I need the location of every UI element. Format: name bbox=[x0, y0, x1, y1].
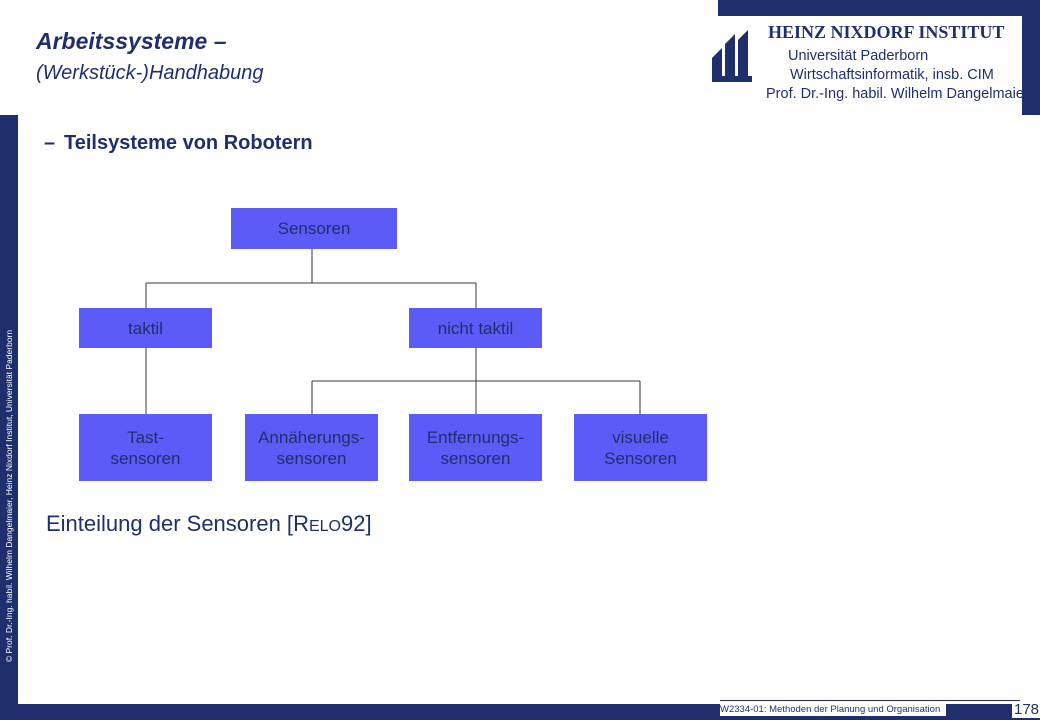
caption-suffix: ] bbox=[365, 511, 372, 536]
institute-university: Universität Paderborn bbox=[788, 48, 929, 64]
caption-ref-smallcaps: ELO bbox=[308, 518, 341, 535]
caption-ref-first: R bbox=[293, 511, 309, 536]
slide-subtitle: (Werkstück-)Handhabung bbox=[36, 62, 264, 84]
caption-ref-year: 92 bbox=[340, 511, 366, 536]
slide-title: Arbeitssysteme – bbox=[36, 28, 227, 54]
caption-prefix: Einteilung der Sensoren [ bbox=[46, 511, 294, 536]
node-annaeherungssensoren: Annäherungs- sensoren bbox=[245, 414, 378, 481]
node-taktil: taktil bbox=[79, 308, 212, 348]
left-sidebar bbox=[0, 115, 18, 705]
institute-logo-icon bbox=[712, 30, 752, 82]
bullet-marker: – bbox=[44, 132, 56, 154]
institute-name: HEINZ NIXDORF INSTITUT bbox=[768, 22, 1005, 42]
footer-rule bbox=[720, 700, 1020, 701]
institute-logo: HEINZ NIXDORF INSTITUT Universität Pader… bbox=[708, 16, 1029, 118]
footer-course: W2334-01: Methoden der Planung und Organ… bbox=[720, 704, 947, 716]
right-bar bbox=[1022, 0, 1040, 115]
page-number: 178 bbox=[1012, 701, 1040, 718]
bullet-text: Teilsysteme von Robotern bbox=[64, 132, 313, 154]
figure-caption: Einteilung der Sensoren [RELO92] bbox=[46, 511, 372, 537]
node-visuelle-sensoren: visuelle Sensoren bbox=[574, 414, 707, 481]
node-sensoren: Sensoren bbox=[231, 208, 397, 249]
top-bar bbox=[718, 0, 1040, 16]
institute-department: Wirtschaftsinformatik, insb. CIM bbox=[790, 67, 994, 83]
node-nicht-taktil: nicht taktil bbox=[409, 308, 542, 348]
node-tastsensoren: Tast- sensoren bbox=[79, 414, 212, 481]
node-entfernungssensoren: Entfernungs- sensoren bbox=[409, 414, 542, 481]
institute-professor: Prof. Dr.-Ing. habil. Wilhelm Dangelmaie… bbox=[766, 86, 1029, 102]
bullet-point: –Teilsysteme von Robotern bbox=[44, 132, 313, 155]
